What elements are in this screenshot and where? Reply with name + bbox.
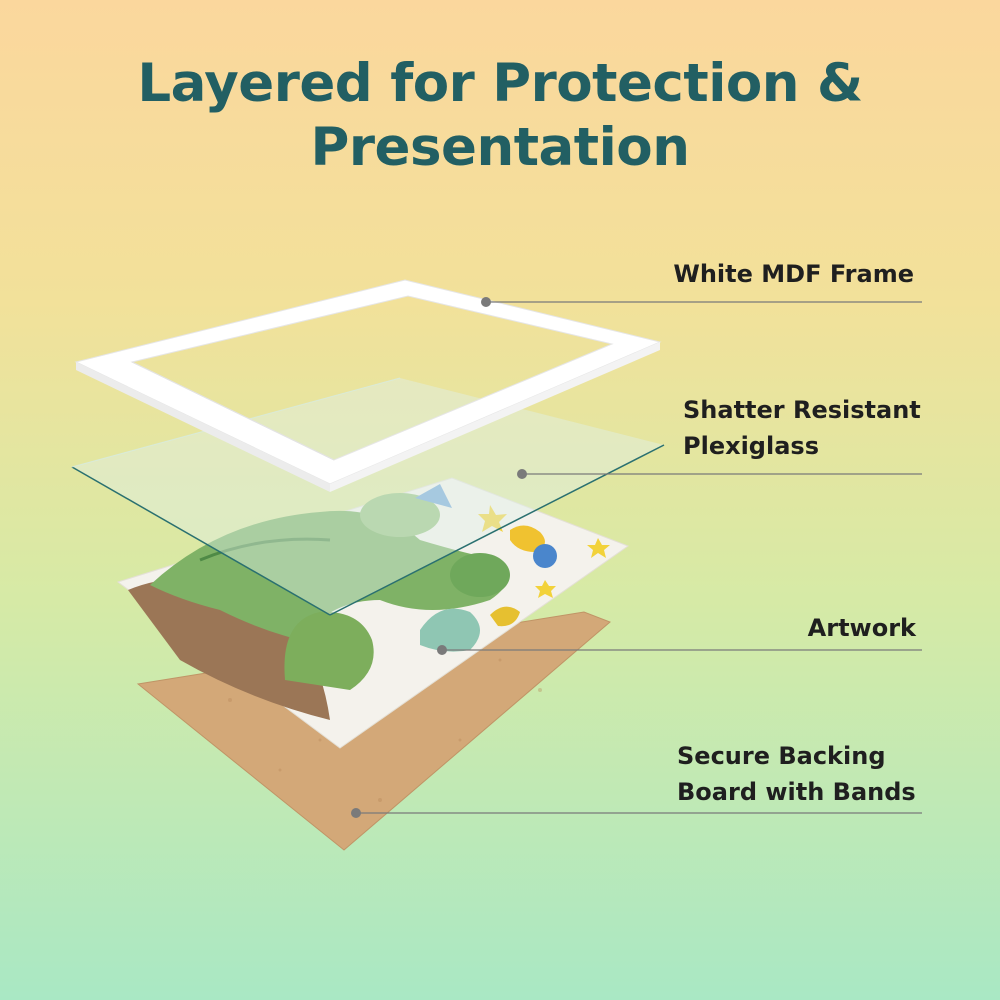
artwork-layer	[116, 477, 630, 749]
label-glass-line-1: Shatter Resistant	[683, 396, 921, 424]
leader-dot-glass	[517, 469, 527, 479]
title-line-2: Presentation	[310, 117, 690, 178]
label-glass-line-2: Plexiglass	[683, 432, 819, 460]
label-artwork-line-1: Artwork	[807, 614, 916, 642]
label-frame-line-1: White MDF Frame	[673, 260, 914, 288]
label-backing-line-1: Secure Backing	[677, 742, 886, 770]
leader-dot-frame	[481, 297, 491, 307]
label-white-mdf-frame: White MDF Frame	[673, 256, 914, 292]
title-line-1: Layered for Protection &	[137, 53, 863, 114]
leader-dot-artwork	[437, 645, 447, 655]
label-backing-board: Secure Backing Board with Bands	[677, 738, 916, 810]
leader-lines	[356, 301, 922, 814]
label-backing-line-2: Board with Bands	[677, 778, 916, 806]
page-title: Layered for Protection & Presentation	[0, 52, 1000, 180]
label-plexiglass: Shatter Resistant Plexiglass	[683, 392, 921, 464]
white-frame-layer	[74, 279, 662, 492]
label-artwork: Artwork	[808, 610, 916, 646]
leader-dot-backing	[351, 808, 361, 818]
